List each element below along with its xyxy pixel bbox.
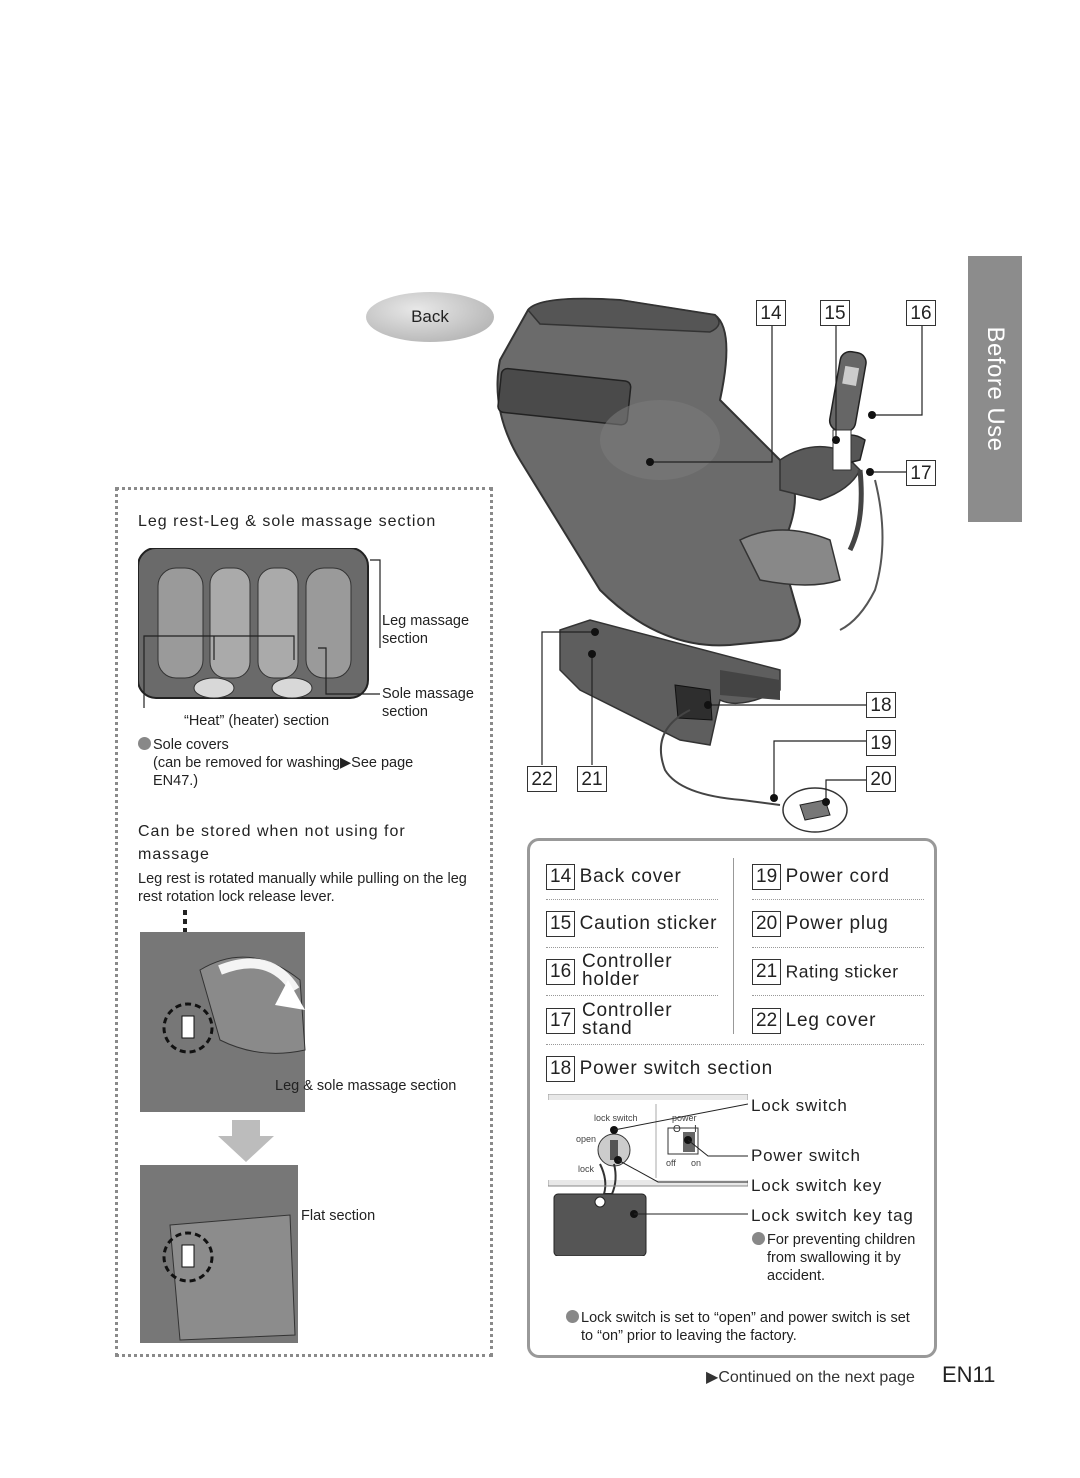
legend-item-19: 19 Power cord [752,864,890,890]
legend-num: 19 [752,864,782,890]
callout-18: 18 [866,692,896,718]
leg-rest-panel [115,487,493,1357]
legend-num: 21 [752,959,782,985]
legend-divider [733,858,734,1034]
see-page-text: See page [351,755,414,771]
callout-16: 16 [906,300,936,326]
back-view-label: Back [366,292,494,342]
panel-o-symbol: O [673,1124,681,1135]
legend-separator [546,995,718,996]
preventing-note: For preventing children from swallowing … [767,1232,916,1284]
legend-label: Power plug [785,913,889,934]
legend-separator [752,995,924,996]
legend-label-line: Controller [582,951,673,972]
legend-separator [752,899,924,900]
legend-num: 15 [546,911,576,937]
lock-switch-key-label: Lock switch key [751,1176,883,1195]
legend-separator [546,1044,924,1045]
sole-covers-note: (can be removed for washing▶See page [153,754,413,772]
arrow-right-icon: ▶ [340,755,352,771]
lock-switch-label: Lock switch [751,1096,848,1115]
power-switch-panel-illustration [548,1094,748,1256]
continued-text: Continued on the next page [718,1369,915,1386]
sole-covers-text: Sole covers [153,737,229,753]
legend-item-18: 18 Power switch section [546,1056,773,1082]
legend-item-15: 15 Caution sticker [546,911,717,937]
legend-label: Caution sticker [579,913,718,934]
section-tab: Before Use [968,256,1022,522]
heat-section-label: “Heat” (heater) section [184,713,330,729]
legend-item-20: 20 Power plug [752,911,889,937]
legend-num: 14 [546,864,576,890]
leg-rest-rotation-illustration [140,910,306,1112]
legend-separator [752,947,924,948]
legend-label: Power switch section [579,1058,773,1079]
callout-22: 22 [527,766,557,792]
panel-open-text: open [576,1134,597,1144]
bullet-icon [752,1232,765,1245]
panel-off-text: off [666,1158,676,1168]
legend-item-22: 22 Leg cover [752,1008,876,1034]
panel-lock-text: lock [578,1164,595,1174]
legend-num: 22 [752,1008,782,1034]
leg-rest-heading: Leg rest-Leg & sole massage section [138,513,437,530]
legend-num: 18 [546,1056,576,1082]
parts-legend [527,838,937,1358]
sole-covers-label: Sole covers [138,736,229,754]
preventing-bullet [752,1231,767,1249]
callout-15: 15 [820,300,850,326]
chair-back-illustration [496,297,923,833]
legend-label: Leg cover [785,1010,877,1031]
bullet-icon [138,737,151,750]
legend-label-line: holder [582,969,640,990]
legend-label: Rating sticker [785,961,899,982]
legend-num: 17 [546,1008,576,1034]
legend-separator [546,899,718,900]
callout-14: 14 [756,300,786,326]
factory-bullet [566,1309,581,1327]
arrow-right-icon: ▶ [706,1369,719,1386]
flat-section-label: Flat section [301,1208,376,1224]
leg-rest-illustration [138,548,381,708]
sole-massage-label: Sole massage section [382,686,474,720]
power-switch-label: Power switch [751,1146,861,1165]
legend-item-17: 17 [546,1008,576,1034]
lock-switch-key-tag-label: Lock switch key tag [751,1206,914,1225]
leg-sole-section-label: Leg & sole massage section [275,1078,457,1094]
flat-section-illustration [140,1165,298,1343]
legend-label-line: Controller [582,1000,673,1021]
legend-item-14: 14 Back cover [546,864,682,890]
legend-num: 16 [546,959,576,985]
sole-covers-note-text: (can be removed for washing [153,755,340,771]
legend-label: Power cord [785,866,890,887]
legend-separator [546,947,718,948]
legend-num: 20 [752,911,782,937]
factory-note: Lock switch is set to “open” and power s… [581,1310,910,1344]
legend-item-16: 16 [546,959,576,985]
panel-on-text: on [691,1158,702,1168]
panel-i-symbol: I [694,1124,697,1135]
legend-item-21: 21 Rating sticker [752,959,899,985]
callout-20: 20 [866,766,896,792]
legend-label: Back cover [579,866,682,887]
back-view-text: Back [411,307,449,326]
storage-heading: Can be stored when not using for massage [138,823,406,863]
callout-21: 21 [577,766,607,792]
continued-note: ▶Continued on the next page [706,1367,915,1387]
callout-17: 17 [906,460,936,486]
leg-massage-label: Leg massage section [382,613,470,647]
bullet-icon [566,1310,579,1323]
legend-label-line: stand [582,1018,633,1039]
panel-power-text: power [672,1113,697,1123]
panel-lock-switch-text: lock switch [594,1113,638,1123]
down-arrow-icon [218,1120,274,1162]
rotate-instructions: Leg rest is rotated manually while pulli… [138,871,467,905]
callout-19: 19 [866,730,896,756]
see-page-ref: EN47.) [153,773,199,789]
page-number: EN11 [942,1362,996,1387]
section-tab-label: Before Use [982,326,1009,452]
